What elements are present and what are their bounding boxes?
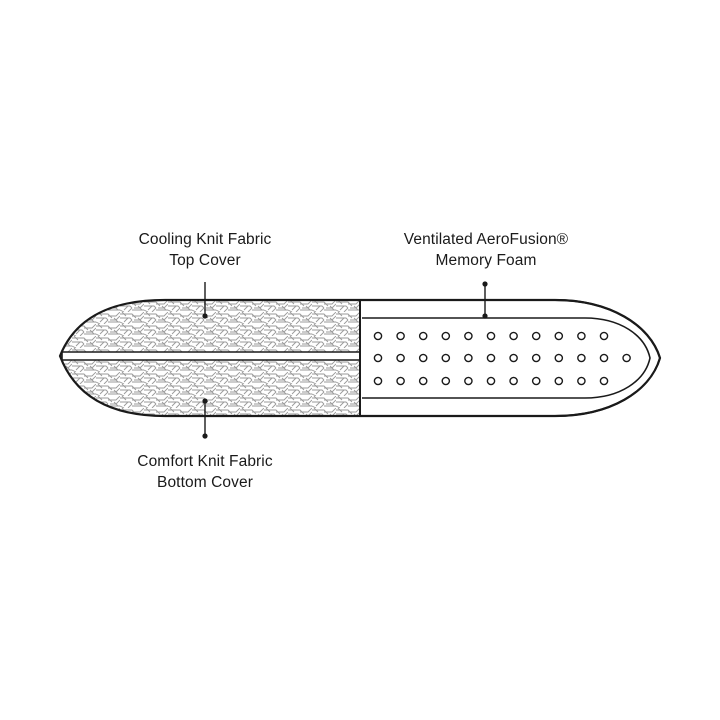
vent-hole <box>599 353 609 363</box>
bottom-cover-fabric <box>60 356 360 416</box>
memory-foam-label-line1: Ventilated AeroFusion® <box>403 231 569 248</box>
vent-hole <box>418 353 428 363</box>
vent-hole <box>396 376 405 386</box>
top-cover-fabric <box>60 300 360 356</box>
vent-hole <box>441 353 451 363</box>
top-cover-label-line1: Cooling Knit Fabric <box>138 231 272 248</box>
bottom-cover-label-line2: Bottom Cover <box>157 474 253 491</box>
vent-hole <box>396 353 405 363</box>
vent-hole <box>577 353 586 363</box>
vent-hole <box>464 353 473 363</box>
vent-hole <box>441 331 451 341</box>
vent-hole <box>531 376 541 386</box>
memory-foam-leader <box>482 281 488 319</box>
vent-hole <box>373 331 383 341</box>
top-cover-label-line2: Top Cover <box>169 252 241 269</box>
vent-hole <box>441 376 451 386</box>
memory-foam-label-line2: Memory Foam <box>435 252 537 269</box>
bottom-cover-leader <box>202 398 208 439</box>
vent-hole <box>509 331 518 341</box>
vent-hole <box>531 331 541 341</box>
vent-hole <box>554 376 564 386</box>
vent-hole <box>418 376 428 386</box>
ventilation-holes <box>373 331 631 386</box>
memory-foam-label: Ventilated AeroFusion® Memory Foam <box>366 229 606 271</box>
bottom-cover-label: Comfort Knit Fabric Bottom Cover <box>85 451 325 493</box>
bottom-cover-label-line1: Comfort Knit Fabric <box>137 453 273 470</box>
top-cover-label: Cooling Knit Fabric Top Cover <box>85 229 325 271</box>
vent-hole <box>464 331 473 341</box>
vent-hole <box>373 353 383 363</box>
vent-hole <box>622 353 631 363</box>
fabric-seam <box>61 351 361 361</box>
vent-hole <box>373 376 383 386</box>
vent-hole <box>486 376 496 386</box>
vent-hole <box>509 376 518 386</box>
vent-hole <box>418 331 428 341</box>
vent-hole <box>554 331 564 341</box>
vent-hole <box>531 353 541 363</box>
vent-hole <box>599 331 609 341</box>
vent-hole <box>577 376 586 386</box>
pillow-outline <box>58 298 662 418</box>
vent-hole <box>396 331 405 341</box>
memory-foam-inner-outline <box>362 317 651 399</box>
vent-hole <box>486 331 496 341</box>
vent-hole <box>464 376 473 386</box>
top-cover-leader <box>202 282 208 319</box>
vent-hole <box>599 376 609 386</box>
vent-hole <box>554 353 564 363</box>
vent-hole <box>577 331 586 341</box>
vent-hole <box>509 353 518 363</box>
vent-hole <box>486 353 496 363</box>
